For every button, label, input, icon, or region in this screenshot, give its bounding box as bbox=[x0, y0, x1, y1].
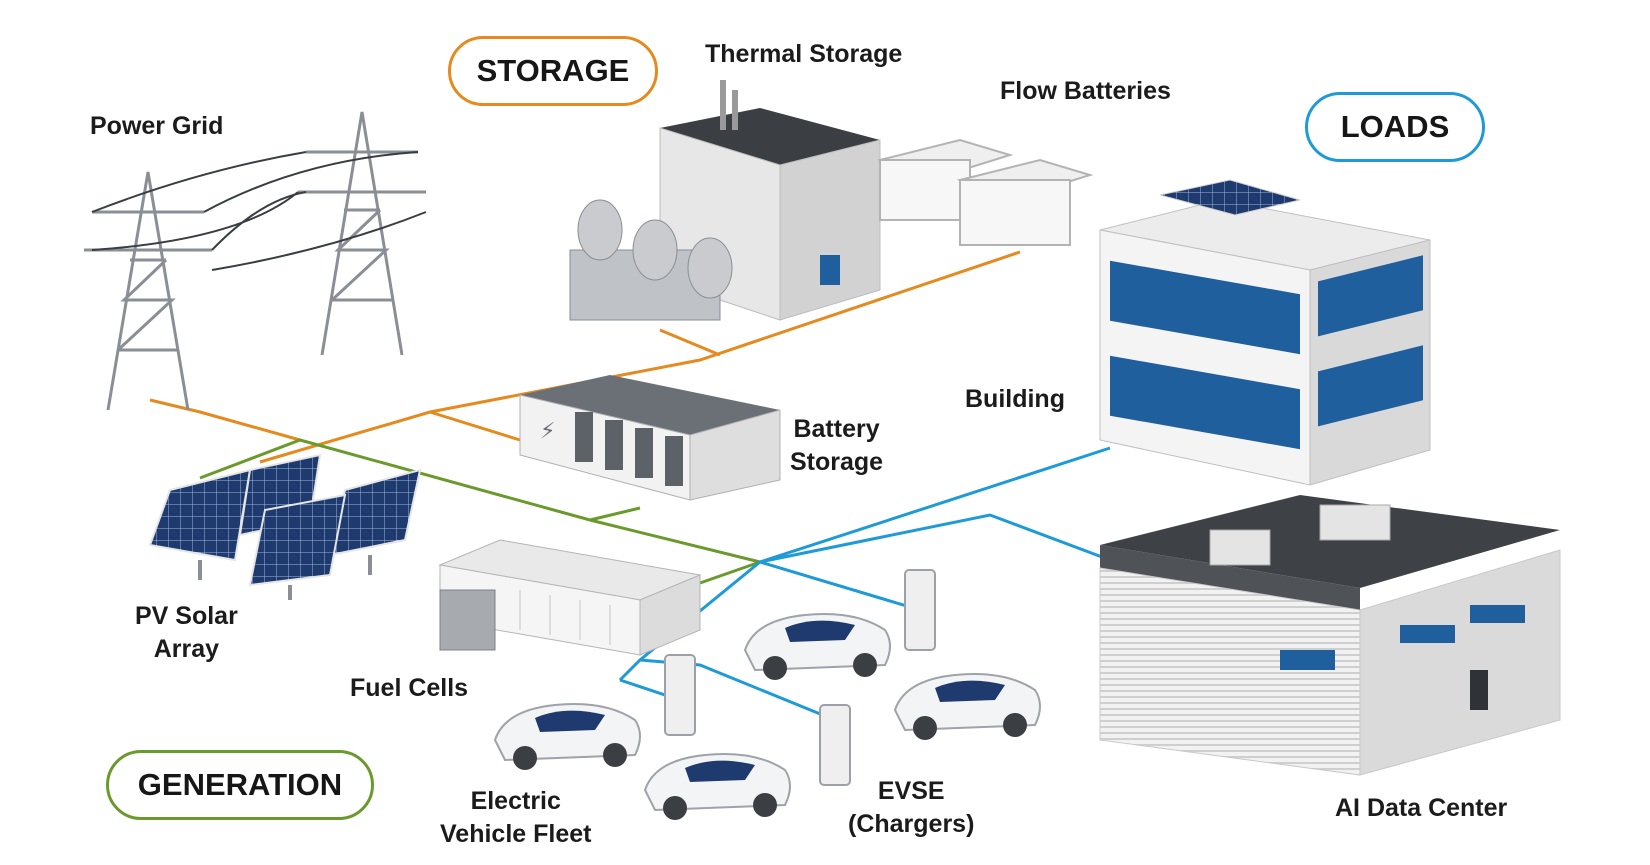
ev-fleet-label-line1: Electric bbox=[470, 787, 561, 815]
pv-solar-label-line2: Array bbox=[153, 635, 220, 663]
pv-solar-array-label: PV Solar Array bbox=[135, 600, 238, 666]
electric-vehicle-fleet-label: Electric Vehicle Fleet bbox=[440, 785, 591, 851]
flow-batteries-units bbox=[876, 138, 1094, 246]
office-building bbox=[1099, 179, 1431, 486]
thermal-storage-facility bbox=[569, 80, 881, 321]
evse-chargers-label: EVSE (Chargers) bbox=[848, 775, 974, 841]
building-label: Building bbox=[965, 385, 1065, 413]
ai-data-center-building bbox=[1099, 495, 1561, 776]
battery-storage-label: Battery Storage bbox=[790, 413, 883, 479]
evse-label-line2: (Chargers) bbox=[848, 810, 975, 838]
battery-storage-label-line1: Battery bbox=[793, 415, 880, 443]
ai-data-center-label: AI Data Center bbox=[1335, 794, 1508, 822]
evse-label-line1: EVSE bbox=[877, 777, 945, 805]
fuel-cell-units bbox=[438, 539, 702, 656]
pv-solar-label-line1: PV Solar bbox=[135, 602, 238, 630]
fuel-cells-label: Fuel Cells bbox=[350, 674, 469, 702]
ev-chargers bbox=[664, 569, 936, 786]
storage-category-badge: STORAGE bbox=[448, 36, 658, 106]
flow-batteries-label: Flow Batteries bbox=[1000, 77, 1171, 105]
ev-fleet-label-line2: Vehicle Fleet bbox=[440, 820, 592, 848]
power-grid-towers bbox=[84, 111, 427, 411]
loads-category-badge: LOADS bbox=[1305, 92, 1485, 162]
generation-category-badge: GENERATION bbox=[106, 750, 374, 820]
pv-solar-panels bbox=[148, 453, 422, 600]
power-grid-label: Power Grid bbox=[90, 112, 224, 140]
battery-storage-label-line2: Storage bbox=[790, 448, 884, 476]
thermal-storage-label: Thermal Storage bbox=[705, 40, 903, 68]
svg-text:⚡: ⚡ bbox=[540, 419, 555, 444]
electric-vehicles bbox=[493, 613, 1041, 820]
battery-storage-racks: ⚡ bbox=[519, 375, 781, 501]
